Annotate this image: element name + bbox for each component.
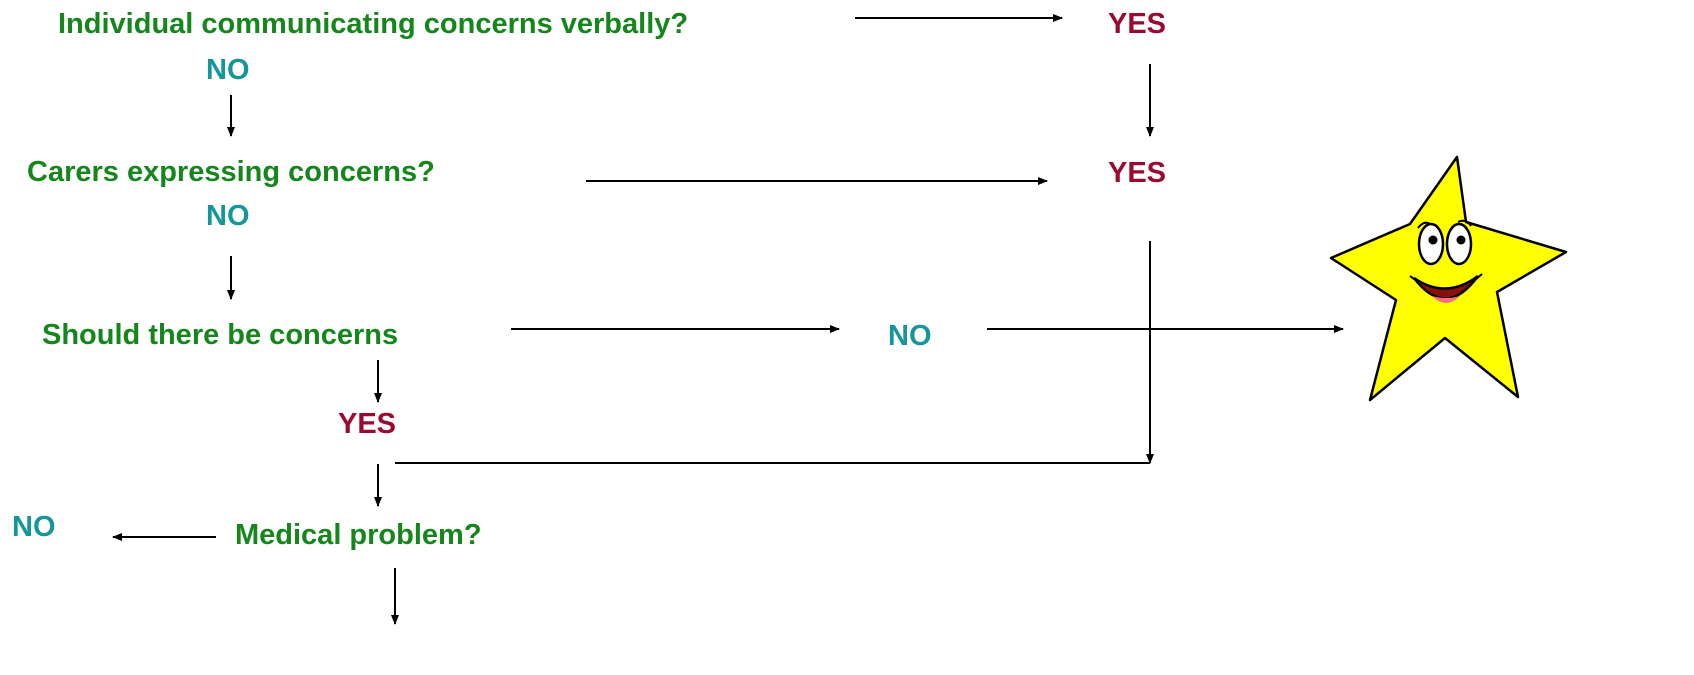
star-smile xyxy=(1409,273,1483,303)
question-carers-expressing: Carers expressing concerns? xyxy=(27,156,435,188)
answer-no-individual: NO xyxy=(206,54,250,86)
answer-no-medical: NO xyxy=(12,511,56,543)
question-individual-communicating: Individual communicating concerns verbal… xyxy=(58,8,689,40)
question-medical-problem: Medical problem? xyxy=(235,519,482,551)
answer-yes-carers: YES xyxy=(1108,157,1167,189)
star-body xyxy=(1329,155,1568,402)
answer-yes-individual: YES xyxy=(1108,8,1167,40)
answer-yes-should: YES xyxy=(338,408,397,440)
answer-no-carers: NO xyxy=(206,200,250,232)
star-eyes xyxy=(1417,219,1473,266)
smiling-star-icon xyxy=(1329,155,1568,402)
answer-no-should: NO xyxy=(888,320,932,352)
question-should-there-be-concerns: Should there be concerns xyxy=(42,319,399,351)
